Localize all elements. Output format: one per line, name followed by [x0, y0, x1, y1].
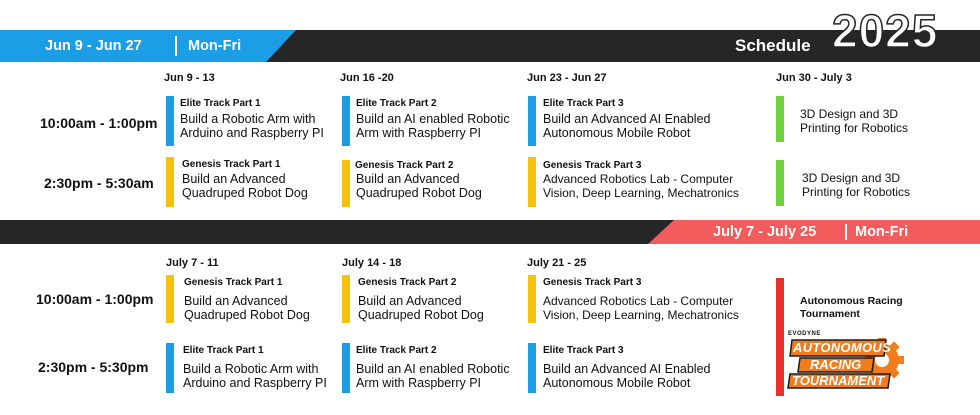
course-title-line: Vision, Deep Learning, Mechatronics: [543, 308, 739, 322]
banner-divider: [175, 36, 177, 56]
course-title-line: Quadruped Robot Dog: [182, 186, 308, 200]
track-color-marker: [342, 343, 350, 393]
track-color-marker: [528, 157, 536, 207]
logo-word: TOURNAMENT: [792, 373, 885, 388]
session1-dates: Jun 9 - Jun 27: [45, 38, 142, 54]
track-name: Elite Track Part 1: [180, 98, 261, 109]
logo-word: RACING: [810, 357, 862, 372]
track-color-marker: [776, 278, 784, 396]
course-title-line: Tournament: [800, 308, 860, 320]
session1-days: Mon-Fri: [188, 38, 242, 54]
time-slot-morning: 10:00am - 1:00pm: [40, 115, 158, 131]
track-name: Genesis Track Part 3: [543, 277, 642, 288]
track-name: Genesis Track Part 2: [358, 277, 457, 288]
course-title-line: Build an AI enabled Robotic: [356, 112, 510, 126]
week-header: Jun 16 -20: [340, 72, 394, 84]
week-header: July 14 - 18: [342, 257, 402, 269]
week-header: Jun 9 - 13: [164, 72, 215, 84]
track-color-marker: [166, 343, 174, 393]
track-color-marker: [776, 160, 784, 206]
track-name: Genesis Track Part 1: [182, 159, 281, 170]
track-name: Elite Track Part 2: [356, 345, 437, 356]
track-name: Elite Track Part 3: [543, 345, 624, 356]
week-header: Jun 23 - Jun 27: [527, 72, 607, 84]
course-title-line: Build an Advanced: [356, 172, 460, 186]
course-title-line: Autonomous Mobile Robot: [543, 126, 691, 140]
course-title-line: Build a Robotic Arm with: [180, 112, 316, 126]
time-slot-morning: 10:00am - 1:00pm: [36, 291, 154, 307]
logo-brand: EVODYNE: [788, 331, 821, 337]
track-name: Elite Track Part 3: [543, 98, 624, 109]
time-slot-afternoon: 2:30pm - 5:30pm: [38, 359, 149, 375]
course-title-line: Arm with Raspberry PI: [356, 376, 482, 390]
time-slot-afternoon: 2:30pm - 5:30am: [44, 175, 154, 191]
schedule-label: Schedule: [735, 36, 811, 55]
course-title-line: Build an AI enabled Robotic: [356, 362, 510, 376]
course-title-line: Quadruped Robot Dog: [358, 308, 484, 322]
track-name: Elite Track Part 1: [183, 345, 264, 356]
autonomous-racing-logo: EVODYNE AUTONOMOUS RACING TOURNAMENT: [786, 330, 904, 392]
track-name: Genesis Track Part 3: [543, 160, 642, 171]
track-color-marker: [342, 96, 350, 146]
track-color-marker: [342, 275, 350, 323]
course-title-line: Build an Advanced: [184, 294, 288, 308]
course-title-line: Quadruped Robot Dog: [184, 308, 310, 322]
logo-word: AUTONOMOUS: [793, 340, 892, 355]
course-title-line: Build an Advanced AI Enabled: [543, 112, 711, 126]
week-header: July 7 - 11: [166, 257, 219, 269]
track-color-marker: [528, 343, 536, 393]
track-color-marker: [166, 96, 174, 146]
course-title-line: Advanced Robotics Lab - Computer: [543, 172, 734, 186]
gear-icon: [787, 338, 904, 389]
track-color-marker: [528, 275, 536, 323]
track-color-marker: [342, 160, 350, 207]
course-title-line: 3D Design and 3D: [800, 107, 899, 121]
session2-days: Mon-Fri: [855, 224, 909, 240]
track-name: Genesis Track Part 1: [184, 277, 283, 288]
track-color-marker: [166, 157, 174, 207]
session2-dates: July 7 - July 25: [713, 224, 817, 240]
course-title-line: Printing for Robotics: [802, 185, 911, 199]
course-title-line: Autonomous Mobile Robot: [543, 376, 691, 390]
course-title-line: Build an Advanced AI Enabled: [543, 362, 711, 376]
track-name: Genesis Track Part 2: [355, 160, 454, 171]
course-title-line: Arduino and Raspberry PI: [180, 126, 324, 140]
course-title-line: Quadruped Robot Dog: [356, 186, 482, 200]
track-color-marker: [528, 96, 536, 146]
week-header: Jun 30 - July 3: [776, 72, 852, 84]
course-title-line: Build a Robotic Arm with: [183, 362, 319, 376]
course-title-line: Advanced Robotics Lab - Computer: [543, 294, 734, 308]
course-title-line: Arm with Raspberry PI: [356, 126, 482, 140]
schedule-year: 2025: [831, 5, 939, 57]
course-title-line: Vision, Deep Learning, Mechatronics: [543, 186, 739, 200]
session2-date-ribbon: [648, 220, 980, 244]
course-title-line: 3D Design and 3D: [802, 171, 901, 185]
track-color-marker: [776, 96, 784, 142]
course-title-line: Printing for Robotics: [800, 121, 909, 135]
banner-divider: [845, 224, 847, 240]
week-header: July 21 - 25: [527, 257, 587, 269]
track-name: Elite Track Part 2: [356, 98, 437, 109]
course-title-line: Build an Advanced: [182, 172, 286, 186]
course-title-line: Arduino and Raspberry PI: [183, 376, 327, 390]
session1-date-ribbon: [0, 30, 296, 62]
course-title-line: Autonomous Racing: [800, 295, 903, 307]
course-title-line: Build an Advanced: [358, 294, 462, 308]
track-color-marker: [166, 275, 174, 323]
